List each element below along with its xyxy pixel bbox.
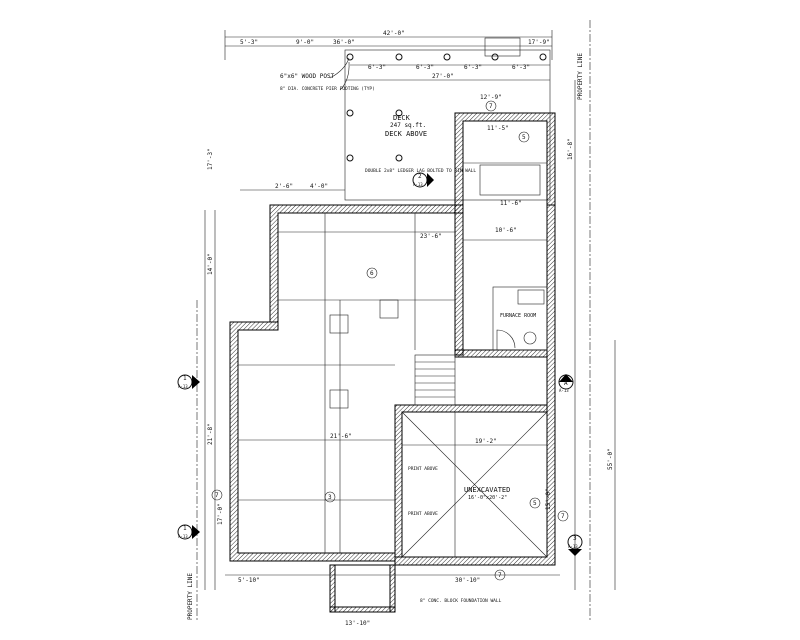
tag: 3: [324, 491, 336, 503]
drawing-text: A-13: [568, 544, 578, 549]
section-marker: 1 A-13: [177, 374, 200, 390]
unexcavated-label: UNEXCAVATED: [464, 486, 510, 494]
dim-bottom-a: 30'-10": [455, 577, 480, 584]
drawing-text: 2: [418, 173, 422, 180]
dim-left-d: 17'-0": [217, 503, 224, 525]
dim-top-c: 36'-0": [333, 39, 355, 46]
foundation-walls: [229, 204, 556, 566]
drawing-text: 7: [561, 513, 565, 520]
foundation-wall-note: 8" CONC. BLOCK FOUNDATION WALL: [420, 598, 502, 604]
deck-post-grid: [346, 53, 547, 162]
upper-right-room: 12'-9" 11'-5": [454, 94, 556, 206]
front-porch: 8" CONC. BLOCK FOUNDATION WALL 30'-10" 5…: [225, 564, 560, 627]
section-marker: 2 A-13: [412, 172, 434, 188]
wall-tags: 7 5 7 5 7 6 3 7: [211, 100, 569, 581]
dim-deck-width: 27'-0": [432, 73, 454, 80]
unexcavated-area: 19'-2" UNEXCAVATED 16'-0"x20'-2" PRINT A…: [401, 411, 548, 558]
drawing-text: 3: [328, 494, 332, 501]
furnace-room: FURNACE ROOM: [492, 286, 548, 351]
deck-area: 247 sq.ft.: [390, 122, 426, 129]
dim-bottom-c: 13'-10": [345, 620, 370, 627]
dim-row-b: 4'-0": [310, 183, 328, 190]
dim-deck-3: 6'-3": [464, 64, 482, 71]
section-markers: 1 A-13 1 A-13 2 A-13 3 A-13 A A-13: [177, 172, 583, 556]
drawing-text: A: [564, 380, 568, 387]
unexcavated-size: 16'-0"x20'-2": [468, 495, 507, 501]
dim-deck-1: 6'-3": [368, 64, 386, 71]
furnace-room-label: FURNACE ROOM: [500, 313, 536, 319]
stairs: [414, 354, 456, 406]
drawing-text: 5: [533, 500, 537, 507]
drawing-text: A-13: [559, 388, 569, 393]
tag: 7: [211, 489, 223, 501]
drawing-text: 5: [522, 134, 526, 141]
section-marker: A A-13: [558, 374, 574, 393]
deck: 6'-3" 6'-3" 6'-3" 6'-3" 27'-0" DECK 247 …: [280, 49, 551, 201]
tag: 5: [518, 131, 530, 143]
tag: 7: [485, 100, 497, 112]
drawing-text: 1: [183, 375, 187, 382]
dim-left-b: 14'-0": [207, 253, 214, 275]
dim-left-a: 17'-3": [207, 148, 214, 170]
dim-deck-4: 6'-3": [512, 64, 530, 71]
print-above-note-2: PRINT ABOVE: [408, 511, 438, 517]
dim-left-c: 21'-8": [207, 423, 214, 445]
dim-mid-b: 21'-6": [330, 433, 352, 440]
dim-mid-a: 23'-6": [420, 233, 442, 240]
top-dimensions: 42'-0" 5'-3" 9'-0" 36'-0" 17'-9": [224, 30, 553, 60]
dim-row-a: 2'-6": [275, 183, 293, 190]
section-marker: 3 A-13: [567, 534, 583, 556]
drawing-text: A-13: [178, 384, 188, 389]
dim-unexc-width: 19'-2": [475, 438, 497, 445]
interior-lines: 23'-6" 21'-6" 10'-6" 11'-6" 2'-6" 4'-0": [238, 183, 547, 553]
dim-bottom-b: 5'-10": [238, 577, 260, 584]
drawing-text: 1: [183, 525, 187, 532]
drawing-text: 3: [573, 535, 577, 542]
dim-deck-2: 6'-3": [416, 64, 434, 71]
drawing-text: 6: [370, 270, 374, 277]
section-marker: 1 A-13: [177, 524, 200, 540]
deck-above-label: DECK ABOVE: [385, 130, 427, 138]
drawing-text: A-13: [178, 534, 188, 539]
dim-top-d: 17'-9": [528, 39, 550, 46]
drawing-text: 7: [215, 492, 219, 499]
ledger-note: DOUBLE 2x8" LEDGER LAG BOLTED TO RIM WAL…: [365, 168, 476, 174]
print-above-note-1: PRINT ABOVE: [408, 466, 438, 472]
deck-label: DECK: [393, 114, 411, 122]
tag: 7: [494, 569, 506, 581]
tag: 5: [529, 497, 541, 509]
dim-overall-top: 42'-0": [383, 30, 405, 37]
footing-note: 8" DIA. CONCRETE PIER FOOTING (TYP): [280, 86, 375, 92]
dim-garage-width: 12'-9": [480, 94, 502, 101]
dim-right-overall: 55'-0": [607, 448, 614, 470]
dim-right-a: 16'-8": [567, 138, 574, 160]
drawing-text: 7: [498, 572, 502, 579]
dim-garage-inner: 11'-5": [487, 125, 509, 132]
drawing-text: A-13: [413, 182, 423, 187]
drawing-text: 7: [489, 103, 493, 110]
property-line-left-label: PROPERTY LINE: [187, 573, 194, 620]
property-line-right-label: PROPERTY LINE: [577, 53, 584, 100]
tag: 7: [557, 510, 569, 522]
tag: 6: [366, 267, 378, 279]
dim-mid-d: 11'-6": [500, 200, 522, 207]
dim-top-b: 9'-0": [296, 39, 314, 46]
wood-post-note: 6"x6" WOOD POST: [280, 73, 335, 80]
dim-top-a: 5'-3": [240, 39, 258, 46]
dim-mid-c: 10'-6": [495, 227, 517, 234]
